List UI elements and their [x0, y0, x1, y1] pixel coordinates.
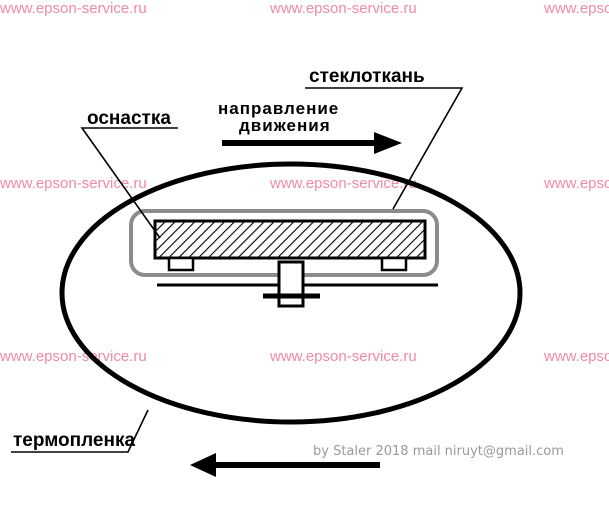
- leader-tooling: [80, 127, 178, 239]
- watermark-text: www.epson-service.ru: [269, 0, 417, 17]
- return-arrow-left: [190, 453, 380, 477]
- label-direction-line2: движения: [239, 116, 331, 135]
- tooling-foot-right: [380, 256, 408, 272]
- tooling-foot-left: [167, 256, 195, 272]
- center-post: [277, 260, 305, 308]
- leader-fiberglass: [305, 87, 464, 210]
- label-direction-line1: направление: [218, 99, 339, 118]
- thermal-film-loop: [59, 161, 523, 425]
- watermark-text: www.epson-service.ru: [0, 0, 147, 17]
- label-thermal-film: термопленка: [13, 430, 135, 451]
- watermark-text: www.epson-service.ru: [0, 175, 147, 192]
- watermark-text: www.epson-service.ru: [0, 348, 147, 365]
- watermark-text: www.epson-service.ru: [269, 175, 417, 192]
- label-fiberglass: стеклоткань: [309, 66, 425, 87]
- label-tooling: оснастка: [87, 108, 171, 129]
- watermark-text: www.epson-service.ru: [543, 0, 609, 17]
- direction-arrow-right: [222, 132, 402, 154]
- tooling-plate: [153, 219, 427, 260]
- watermark-text: www.epson-service.ru: [543, 348, 609, 365]
- credit-text: by Staler 2018 mail niruyt@gmail.com: [313, 444, 564, 459]
- watermark-text: www.epson-service.ru: [269, 348, 417, 365]
- leader-thermal-film: [11, 409, 149, 453]
- watermark-text: www.epson-service.ru: [543, 175, 609, 192]
